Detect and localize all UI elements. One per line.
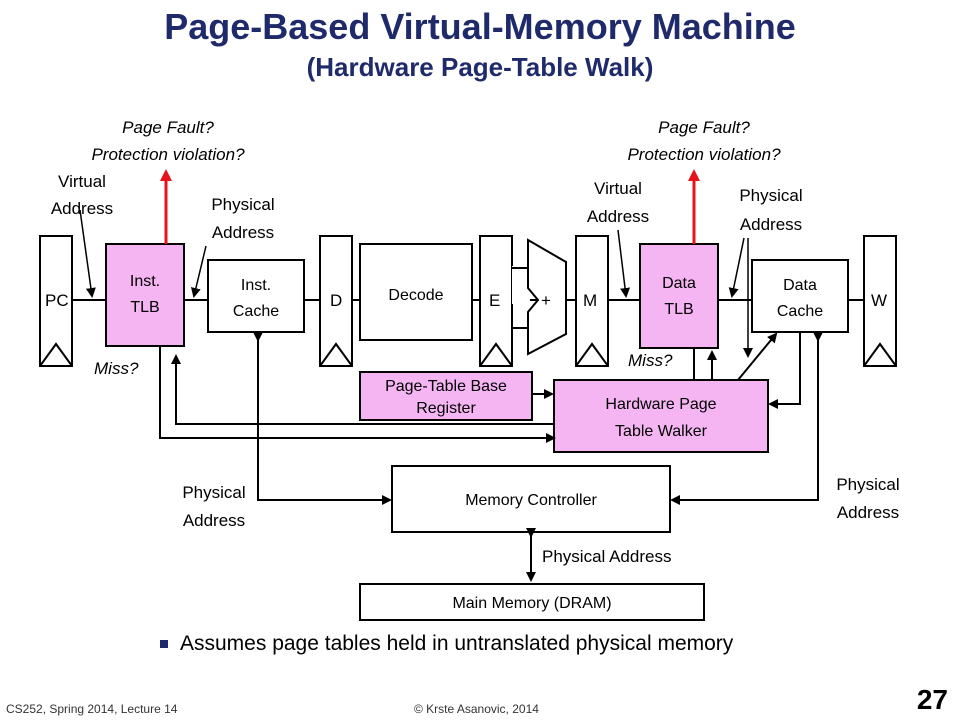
svg-text:Page-Table Base: Page-Table Base: [385, 378, 507, 395]
phys-addr-bottom-left-1: Physical: [182, 483, 245, 502]
main-memory-box: Main Memory (DRAM): [359, 583, 705, 621]
svg-text:Table Walker: Table Walker: [615, 423, 708, 440]
decode-box: Decode: [359, 243, 473, 341]
phys-addr-right-2: Address: [740, 215, 802, 234]
inst-tlb-refill-wire: [171, 354, 554, 425]
svg-text:Data: Data: [662, 275, 696, 292]
slide-subtitle: (Hardware Page-Table Walk): [306, 52, 654, 82]
memory-controller-box: Memory Controller: [391, 465, 671, 533]
inst-cache-box: Inst. Cache: [207, 259, 305, 333]
walker-to-dcache-wire: [737, 332, 778, 381]
dcache-to-walker-wire: [768, 332, 801, 409]
svg-text:Main Memory (DRAM): Main Memory (DRAM): [452, 595, 611, 612]
ptbr-box: Page-Table Base Register: [359, 371, 533, 421]
alu-adder: +: [512, 238, 576, 356]
data-cache-box: Data Cache: [751, 259, 849, 333]
phys-addr-bottom-right-1: Physical: [836, 475, 899, 494]
page-fault-left-2: Protection violation?: [91, 145, 245, 164]
dcache-mem-wire: [670, 332, 823, 505]
miss-left: Miss?: [94, 359, 139, 378]
svg-text:TLB: TLB: [664, 301, 693, 318]
d-register: D: [319, 235, 353, 367]
svg-text:Data: Data: [783, 277, 817, 294]
virt-addr-pointer-left: [79, 209, 96, 298]
bullet-square-icon: [160, 640, 168, 649]
copyright-footer: © Krste Asanovic, 2014: [414, 702, 539, 716]
course-footer: CS252, Spring 2014, Lecture 14: [6, 702, 178, 716]
virt-addr-left-1: Virtual: [58, 172, 106, 191]
e-register: E: [479, 235, 513, 367]
miss-right: Miss?: [628, 351, 673, 370]
inst-tlb-miss-wire: [159, 346, 556, 443]
virt-addr-right-2: Address: [587, 207, 649, 226]
w-register: W: [863, 235, 897, 367]
phys-addr-mem: Physical Address: [542, 547, 671, 566]
phys-addr-right-1: Physical: [739, 186, 802, 205]
virt-addr-right-1: Virtual: [594, 179, 642, 198]
page-fault-left-1: Page Fault?: [122, 118, 214, 137]
svg-text:Memory Controller: Memory Controller: [465, 492, 597, 509]
assumption-bullet: Assumes page tables held in untranslated…: [160, 632, 733, 656]
phys-addr-left-1: Physical: [211, 195, 274, 214]
assumption-text: Assumes page tables held in untranslated…: [180, 632, 734, 655]
svg-text:Inst.: Inst.: [130, 273, 160, 290]
alu-plus: +: [541, 291, 551, 310]
phys-addr-pointer-left: [191, 245, 207, 298]
svg-text:Inst.: Inst.: [241, 277, 271, 294]
phys-addr-left-2: Address: [212, 223, 274, 242]
e-label: E: [489, 291, 500, 310]
svg-text:Hardware Page: Hardware Page: [605, 396, 716, 413]
phys-addr-bottom-right-2: Address: [837, 503, 899, 522]
page-fault-right-1: Page Fault?: [658, 118, 750, 137]
svg-text:Cache: Cache: [777, 303, 823, 320]
m-label: M: [583, 291, 597, 310]
svg-text:Decode: Decode: [388, 287, 443, 304]
page-number: 27: [916, 684, 948, 715]
pc-label: PC: [45, 291, 69, 310]
hardware-walker-box: Hardware Page Table Walker: [553, 379, 769, 453]
svg-text:Cache: Cache: [233, 303, 279, 320]
phys-addr-bottom-left-2: Address: [183, 511, 245, 530]
w-label: W: [871, 291, 887, 310]
icache-mem-wire: [253, 332, 392, 505]
inst-tlb-box: Inst. TLB: [105, 243, 185, 347]
svg-text:Register: Register: [416, 400, 476, 417]
svg-text:TLB: TLB: [130, 299, 159, 316]
phys-addr-pointer-right: [728, 237, 745, 298]
pc-register: PC: [39, 235, 73, 367]
page-fault-right-2: Protection violation?: [627, 145, 781, 164]
d-label: D: [330, 291, 342, 310]
slide-title: Page-Based Virtual-Memory Machine: [164, 6, 796, 47]
data-tlb-box: Data TLB: [639, 243, 719, 349]
m-register: M: [575, 235, 609, 367]
virt-addr-left-2: Address: [51, 199, 113, 218]
virt-addr-pointer-right: [617, 229, 631, 298]
